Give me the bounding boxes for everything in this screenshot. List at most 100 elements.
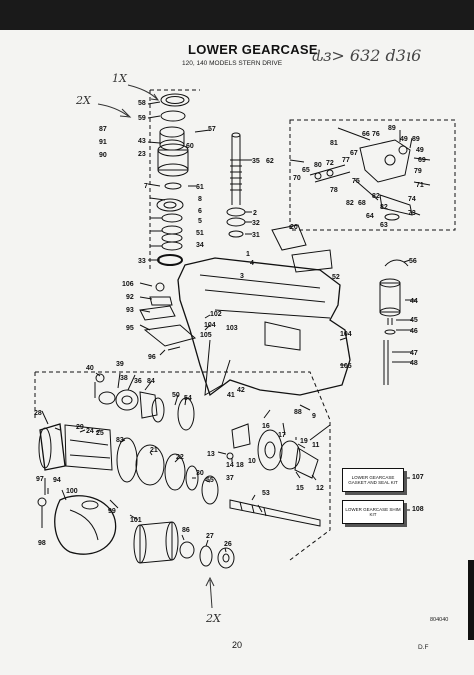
- label-10: 10: [248, 458, 256, 465]
- plate-93: [139, 305, 176, 321]
- label-56: 56: [409, 258, 417, 265]
- label-75: 75: [352, 178, 360, 185]
- label-62: 62: [266, 158, 274, 165]
- label-47: 47: [410, 350, 418, 357]
- label-88: 88: [294, 409, 302, 416]
- label-48: 48: [410, 360, 418, 367]
- label-86: 86: [182, 527, 190, 534]
- gearcase-housing-1: [177, 257, 351, 397]
- group-outline-top-left: [149, 89, 200, 270]
- label-32: 32: [252, 220, 260, 227]
- label-104: 104: [340, 331, 352, 338]
- gasket-52: [291, 249, 333, 273]
- label-77: 77: [342, 157, 350, 164]
- label-8: 8: [198, 196, 202, 203]
- label-6: 6: [198, 208, 202, 215]
- label-21: 21: [150, 447, 158, 454]
- label-84: 84: [147, 378, 155, 385]
- bearing-38: [98, 391, 116, 405]
- label-65: 65: [302, 167, 310, 174]
- gasket-20: [271, 224, 307, 251]
- seal-59: [160, 110, 186, 122]
- label-67: 67: [350, 150, 358, 157]
- label-105-r: 105: [340, 363, 352, 370]
- spacer-27: [199, 545, 213, 567]
- lever-74: [379, 194, 413, 216]
- label-9: 9: [312, 413, 316, 420]
- label-29: 29: [76, 424, 84, 431]
- label-36: 36: [134, 378, 142, 385]
- driveshaft-35: [231, 135, 241, 205]
- clip-56: [384, 259, 409, 267]
- label-25: 25: [96, 430, 104, 437]
- top-black-bar: [0, 0, 474, 30]
- label-50: 50: [172, 392, 180, 399]
- label-28: 28: [34, 410, 42, 417]
- label-39: 39: [116, 361, 124, 368]
- shift-rod-47: [383, 340, 389, 385]
- label-94: 94: [53, 477, 61, 484]
- label-99: 99: [108, 508, 116, 515]
- label-97: 97: [36, 476, 44, 483]
- label-82-c: 82: [380, 204, 388, 211]
- shim-kit-text: LOWER GEARCASE SHIM KIT: [345, 506, 401, 518]
- label-64: 64: [366, 213, 374, 220]
- shift-bracket-66: [359, 139, 411, 183]
- label-71: 71: [416, 182, 424, 189]
- page-number: 20: [232, 640, 243, 650]
- label-33: 33: [138, 258, 146, 265]
- group-outline-right: [289, 119, 456, 231]
- label-7: 7: [144, 183, 148, 190]
- label-107: 107: [412, 474, 424, 481]
- skeg: [204, 339, 231, 396]
- anode-95: [143, 324, 197, 347]
- label-51: 51: [196, 230, 204, 237]
- label-58: 58: [138, 100, 146, 107]
- label-90: 90: [99, 152, 107, 159]
- page-title: LOWER GEARCASE: [188, 42, 318, 57]
- label-80: 80: [314, 162, 322, 169]
- label-91: 91: [99, 139, 107, 146]
- bearing-17: [279, 440, 301, 470]
- ring-21: [135, 444, 165, 486]
- gasket-seal-kit-box: LOWER GEARCASE GASKET AND SEAL KIT: [342, 468, 404, 492]
- label-63: 63: [380, 222, 388, 229]
- washer-86: [179, 541, 195, 559]
- label-22: 22: [176, 454, 184, 461]
- propeller-99: [54, 495, 117, 555]
- bolt-40: [95, 373, 105, 383]
- label-45: 45: [410, 317, 418, 324]
- label-96: 96: [148, 354, 156, 361]
- label-12: 12: [316, 485, 324, 492]
- label-19: 19: [300, 438, 308, 445]
- label-5: 5: [198, 218, 202, 225]
- label-68: 68: [358, 200, 366, 207]
- label-40: 40: [86, 365, 94, 372]
- label-26: 26: [224, 541, 232, 548]
- page-edge-mark: [468, 560, 474, 640]
- initials: D.F: [418, 644, 429, 651]
- seal-58: [160, 93, 190, 107]
- label-1: 1: [246, 251, 250, 258]
- gasket-seal-kit-text: LOWER GEARCASE GASKET AND SEAL KIT: [348, 474, 398, 486]
- annotation-arrow-2x-bottom: [209, 579, 213, 609]
- label-30: 30: [196, 470, 204, 477]
- label-79: 79: [414, 168, 422, 175]
- propshaft-53: [229, 499, 321, 527]
- label-89-b: 89: [412, 136, 420, 143]
- label-87: 87: [99, 126, 107, 133]
- annotation-1x: 1X: [112, 72, 128, 85]
- label-3: 3: [240, 273, 244, 280]
- group-outline-bottom: [35, 371, 331, 561]
- label-78: 78: [330, 187, 338, 194]
- label-74: 74: [408, 196, 416, 203]
- gear-16: [257, 429, 283, 471]
- handwritten-part-number: ԃɜ> 632 d3ı6: [312, 46, 422, 65]
- page-subtitle: 120, 140 MODELS STERN DRIVE: [182, 60, 283, 67]
- label-44: 44: [410, 298, 418, 305]
- label-55: 55: [206, 477, 214, 484]
- label-42: 42: [237, 387, 245, 394]
- label-24: 24: [86, 428, 94, 435]
- label-13: 13: [207, 451, 215, 458]
- label-14: 14: [226, 462, 234, 469]
